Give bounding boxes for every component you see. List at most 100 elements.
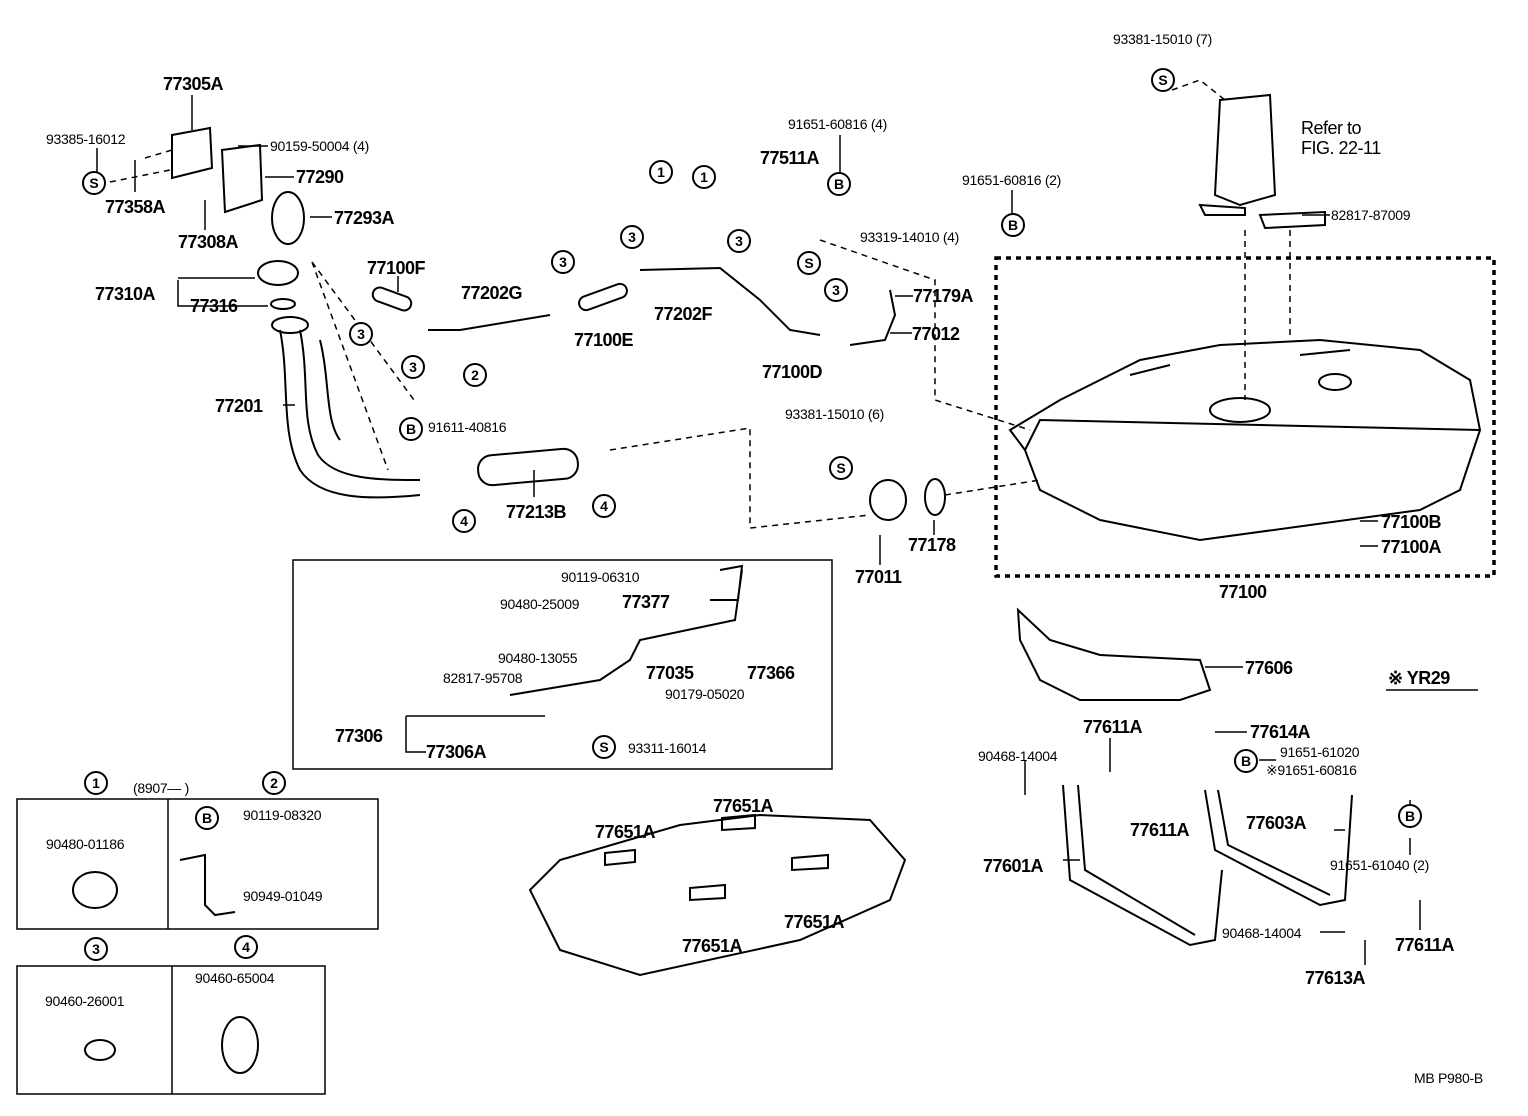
marker-3: 3 [727,229,751,253]
part-label: 77293A [334,208,395,228]
model-code-label: ※ YR29 [1388,668,1450,688]
part-number: 90468-14004 [1222,925,1302,941]
part-number: 90480-01186 [46,836,125,852]
filler-pipe-drawing [257,260,421,499]
marker-2: 2 [262,771,286,795]
hose-clamp-small-drawing [84,1039,116,1061]
marker-3: 3 [824,278,848,302]
part-label: 77601A [983,856,1044,876]
reference-note: Refer to [1301,118,1362,138]
part-label: 77306A [426,742,487,762]
part-number: 82817-95708 [443,670,523,686]
part-label: 77606 [1245,658,1293,678]
marker-s: S [592,735,616,759]
part-label: 77377 [622,592,670,612]
part-number: 90119-06310 [561,569,640,585]
marker-4: 4 [234,935,258,959]
marker-b: B [399,417,423,441]
part-label: 77012 [912,324,960,344]
marker-1: 1 [649,160,673,184]
reference-note: FIG. 22-11 [1301,138,1381,158]
part-label: 77201 [215,396,263,416]
part-label: 77613A [1305,968,1366,988]
marker-b: B [1234,749,1258,773]
part-label: 77651A [713,796,774,816]
part-number: 90159-50004 (4) [270,138,370,154]
grommet-drawing [72,871,118,909]
marker-s: S [82,171,106,195]
part-label: 77213B [506,502,567,522]
part-number: 93319-14010 (4) [860,229,960,245]
part-number: 93385-16012 [46,131,126,147]
part-label: 77100F [367,258,426,278]
hose-clamp-large-drawing [221,1016,259,1074]
marker-4: 4 [592,494,616,518]
part-label: 77011 [855,567,902,587]
part-number: 91651-60816 (2) [962,172,1062,188]
part-label: 77178 [908,535,956,555]
part-number: 90480-25009 [500,596,580,612]
legend-boxes [16,798,379,1095]
part-number: 90468-14004 [978,748,1058,764]
hoses-drawing [371,239,1041,529]
part-label: 77308A [178,232,239,252]
part-number: 93381-15010 (7) [1113,31,1213,47]
part-label: 77611A [1395,935,1455,955]
date-range-label: (8907— ) [133,780,189,796]
figure-code: MB P980-B [1414,1070,1483,1086]
part-label: 77306 [335,726,383,746]
part-number: 91651-60816 (4) [788,116,888,132]
part-label: 77358A [105,197,166,217]
part-label: 77603A [1246,813,1307,833]
part-label: 77651A [784,912,845,932]
part-number: 91611-40816 [428,419,507,435]
marker-1: 1 [692,165,716,189]
part-number: 90460-65004 [195,970,275,986]
part-label: 77100E [574,330,634,350]
inset-box [292,559,833,770]
part-number: 93381-15010 (6) [785,406,885,422]
marker-4: 4 [452,509,476,533]
part-number: 90119-08320 [243,807,322,823]
tank-dashed-frame [994,256,1496,578]
part-label: 77179A [913,286,974,306]
part-number: 90460-26001 [45,993,125,1009]
marker-s: S [829,456,853,480]
part-number: 91651-61040 (2) [1330,857,1430,873]
marker-3: 3 [620,225,644,249]
part-label: 77202F [654,304,713,324]
part-number: 82817-87009 [1331,207,1411,223]
part-label: 77366 [747,663,795,683]
part-label: 77511A [760,148,820,168]
tank-straps-drawing [1062,784,1353,947]
tank-protector-drawing [1016,607,1212,701]
part-label: 77305A [163,74,224,94]
part-label: 77100 [1219,582,1267,602]
part-number: 90480-13055 [498,650,578,666]
marker-3: 3 [84,937,108,961]
part-number: 91651-61020 [1280,744,1360,760]
part-label: 77651A [595,822,656,842]
marker-3: 3 [349,322,373,346]
marker-3: 3 [551,250,575,274]
part-label: 77614A [1250,722,1311,742]
part-label: 77290 [296,167,344,187]
marker-s: S [1151,68,1175,92]
marker-b: B [1398,804,1422,828]
marker-2: 2 [463,363,487,387]
marker-b: B [827,172,851,196]
tank-pads-drawing [528,813,907,977]
part-label: 77100D [762,362,823,382]
part-label: 77611A [1130,820,1190,840]
opener-cable-drawing [509,564,744,696]
fuel-pump-drawing [1171,79,1326,400]
part-number: ※91651-60816 [1266,762,1357,778]
fuel-tank-drawing [1008,338,1482,542]
part-label: 77316 [190,296,238,316]
clamp-drawing [179,853,236,917]
part-label: 77035 [646,663,694,683]
part-label: 77310A [95,284,156,304]
marker-b: B [1001,213,1025,237]
